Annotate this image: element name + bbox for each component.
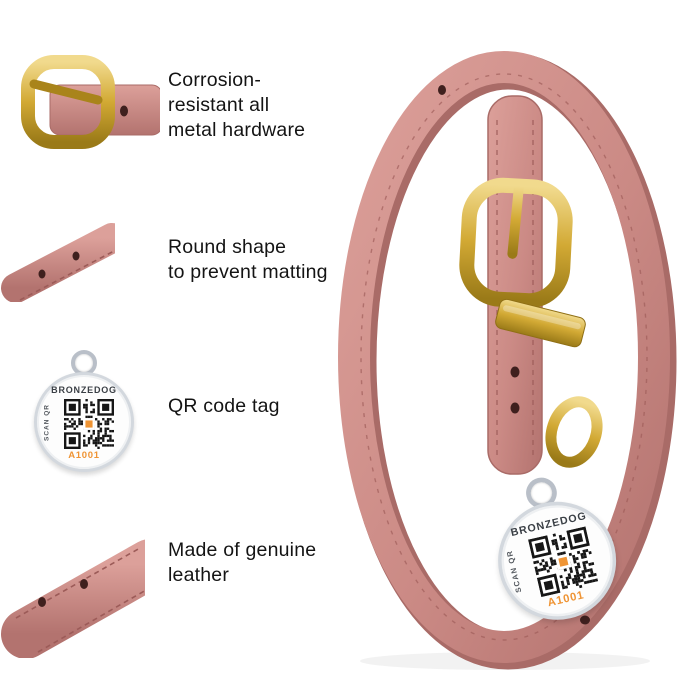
buckle-prong-icon — [29, 79, 103, 105]
collar-loop-stitching — [360, 73, 648, 641]
collar-loop — [338, 51, 670, 663]
round-strap-closeup-photo — [1, 223, 115, 302]
feature-label-qr-tag: QR code tag — [168, 395, 280, 417]
feature-label-hardware: Corrosion- resistant all metal hardware — [168, 69, 306, 141]
strap-hole — [38, 269, 46, 279]
strap-hole — [120, 105, 128, 117]
qr-code — [64, 399, 114, 449]
keeper-highlight — [503, 305, 581, 330]
strap-stitching — [37, 589, 145, 653]
strap-hole — [72, 251, 80, 261]
tag-disc: BRONZEDOG SCAN QR A1001 — [34, 372, 134, 472]
buckle-prong-icon — [507, 181, 524, 259]
strap-hole — [80, 579, 88, 589]
buckle-strap — [487, 95, 543, 475]
strap-stitching — [15, 547, 141, 619]
rolled-strap — [1, 223, 115, 302]
tag-scan-text: SCAN QR — [505, 548, 524, 594]
qr-tag-main: BRONZEDOG SCAN QR A1001 — [481, 465, 628, 632]
buckle-frame-icon — [21, 55, 115, 149]
strap-hole — [510, 366, 520, 378]
qr-tag-thumb: BRONZEDOG SCAN QR A1001 — [34, 350, 134, 472]
tag-scan-text: SCAN QR — [43, 404, 51, 441]
buckle-closeup-photo — [21, 55, 160, 149]
strap-hole — [38, 597, 46, 607]
leather-closeup-photo — [1, 539, 145, 658]
keeper-bar-icon — [495, 298, 586, 348]
qr-code — [528, 526, 599, 598]
tag-disc: BRONZEDOG SCAN QR A1001 — [486, 490, 628, 632]
strap-stitching — [19, 249, 115, 301]
collar-hole — [580, 615, 590, 625]
strap-hole — [510, 402, 520, 414]
leather-strap — [1, 539, 145, 658]
feature-label-leather: Made of genuine leather — [168, 539, 317, 586]
collar-hole — [438, 85, 446, 95]
d-ring-icon — [545, 396, 603, 468]
feature-label-round-shape: Round shape to prevent matting — [168, 236, 328, 283]
tag-brand-text: BRONZEDOG — [51, 385, 117, 395]
tag-code-text: A1001 — [68, 450, 100, 461]
